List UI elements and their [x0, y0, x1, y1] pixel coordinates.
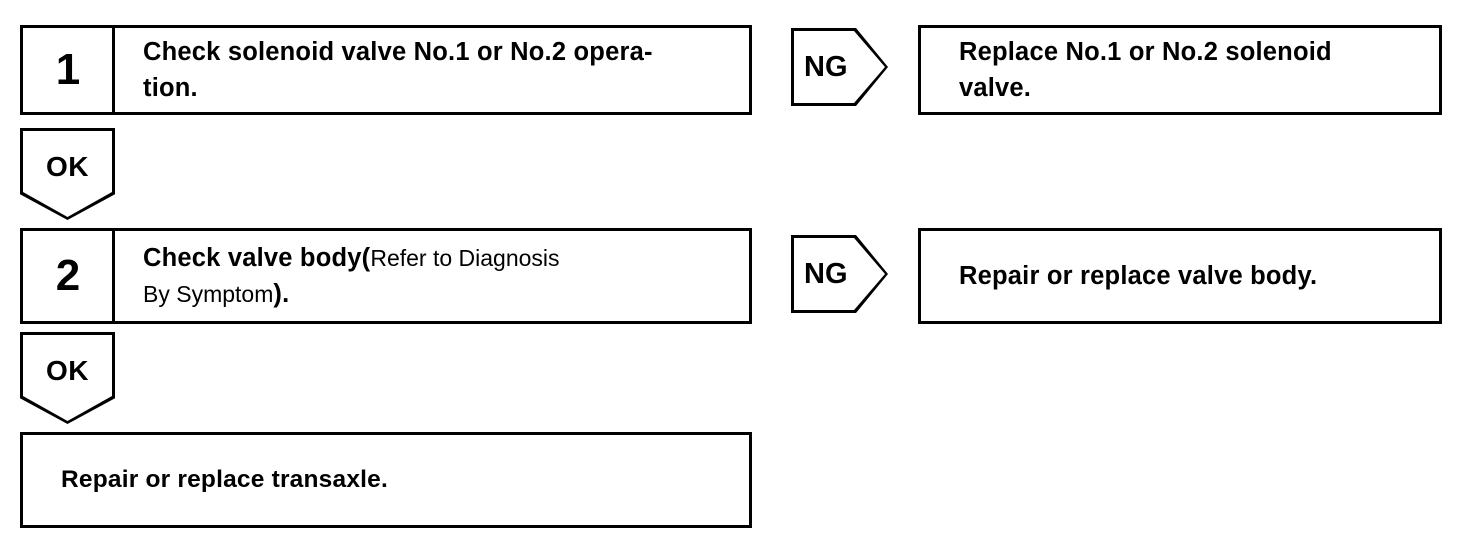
result-text-1-line2: valve.	[959, 74, 1032, 102]
ng-connector-2-label: NG	[804, 257, 848, 290]
step-number-cell-1: 1	[23, 28, 115, 112]
ok-connector-2: OK	[20, 332, 115, 424]
result-box-2[interactable]: Repair or replace valve body.	[918, 228, 1442, 324]
result-box-1[interactable]: Replace No.1 or No.2 solenoid valve.	[918, 25, 1442, 115]
step-number-1: 1	[55, 45, 81, 94]
final-action-text: Repair or replace transaxle.	[61, 463, 388, 498]
ok-connector-1-inner: OK	[23, 131, 112, 217]
ok-connector-1: OK	[20, 128, 115, 220]
ng-connector-1-inner: NG	[794, 31, 885, 103]
step-instruction-1-line2: tion.	[143, 74, 198, 102]
ng-connector-2: NG	[791, 235, 888, 313]
step-box-1[interactable]: 1 Check solenoid valve No.1 or No.2 oper…	[20, 25, 752, 115]
result-text-1-line1: Replace No.1 or No.2 solenoid	[959, 37, 1332, 66]
step-instruction-2: Check valve body(Refer to Diagnosis By S…	[143, 240, 560, 312]
ng-connector-1: NG	[791, 28, 888, 106]
result-text-2: Repair or replace valve body.	[959, 258, 1317, 294]
ng-connector-1-label: NG	[804, 50, 848, 83]
ok-connector-2-inner: OK	[23, 335, 112, 421]
step-instruction-1: Check solenoid valve No.1 or No.2 opera-…	[143, 34, 653, 106]
result-text-2-line1: Repair or replace valve body.	[959, 261, 1318, 290]
step-instruction-2-open-paren: (	[361, 243, 371, 272]
ok-connector-1-label: OK	[46, 151, 89, 182]
step-number-2: 2	[55, 251, 81, 300]
step-instruction-1-line1: Check solenoid valve No.1 or No.2 opera-	[143, 37, 653, 66]
step-text-cell-2: Check valve body(Refer to Diagnosis By S…	[115, 231, 749, 321]
step-box-2[interactable]: 2 Check valve body(Refer to Diagnosis By…	[20, 228, 752, 324]
result-text-1: Replace No.1 or No.2 solenoid valve.	[959, 34, 1332, 106]
final-action-text-line1: Repair or replace transaxle.	[61, 465, 388, 493]
step-instruction-2-note-line1: Refer to Diagnosis	[370, 244, 560, 271]
step-instruction-2-close-paren: ).	[273, 280, 290, 308]
step-text-cell-1: Check solenoid valve No.1 or No.2 opera-…	[115, 28, 749, 112]
final-action-box[interactable]: Repair or replace transaxle.	[20, 432, 752, 528]
step-instruction-2-main: Check valve body	[143, 243, 362, 272]
step-number-cell-2: 2	[23, 231, 115, 321]
step-instruction-2-note-line2: By Symptom	[143, 281, 274, 307]
ok-connector-2-label: OK	[46, 355, 89, 386]
ng-connector-2-inner: NG	[794, 238, 885, 310]
